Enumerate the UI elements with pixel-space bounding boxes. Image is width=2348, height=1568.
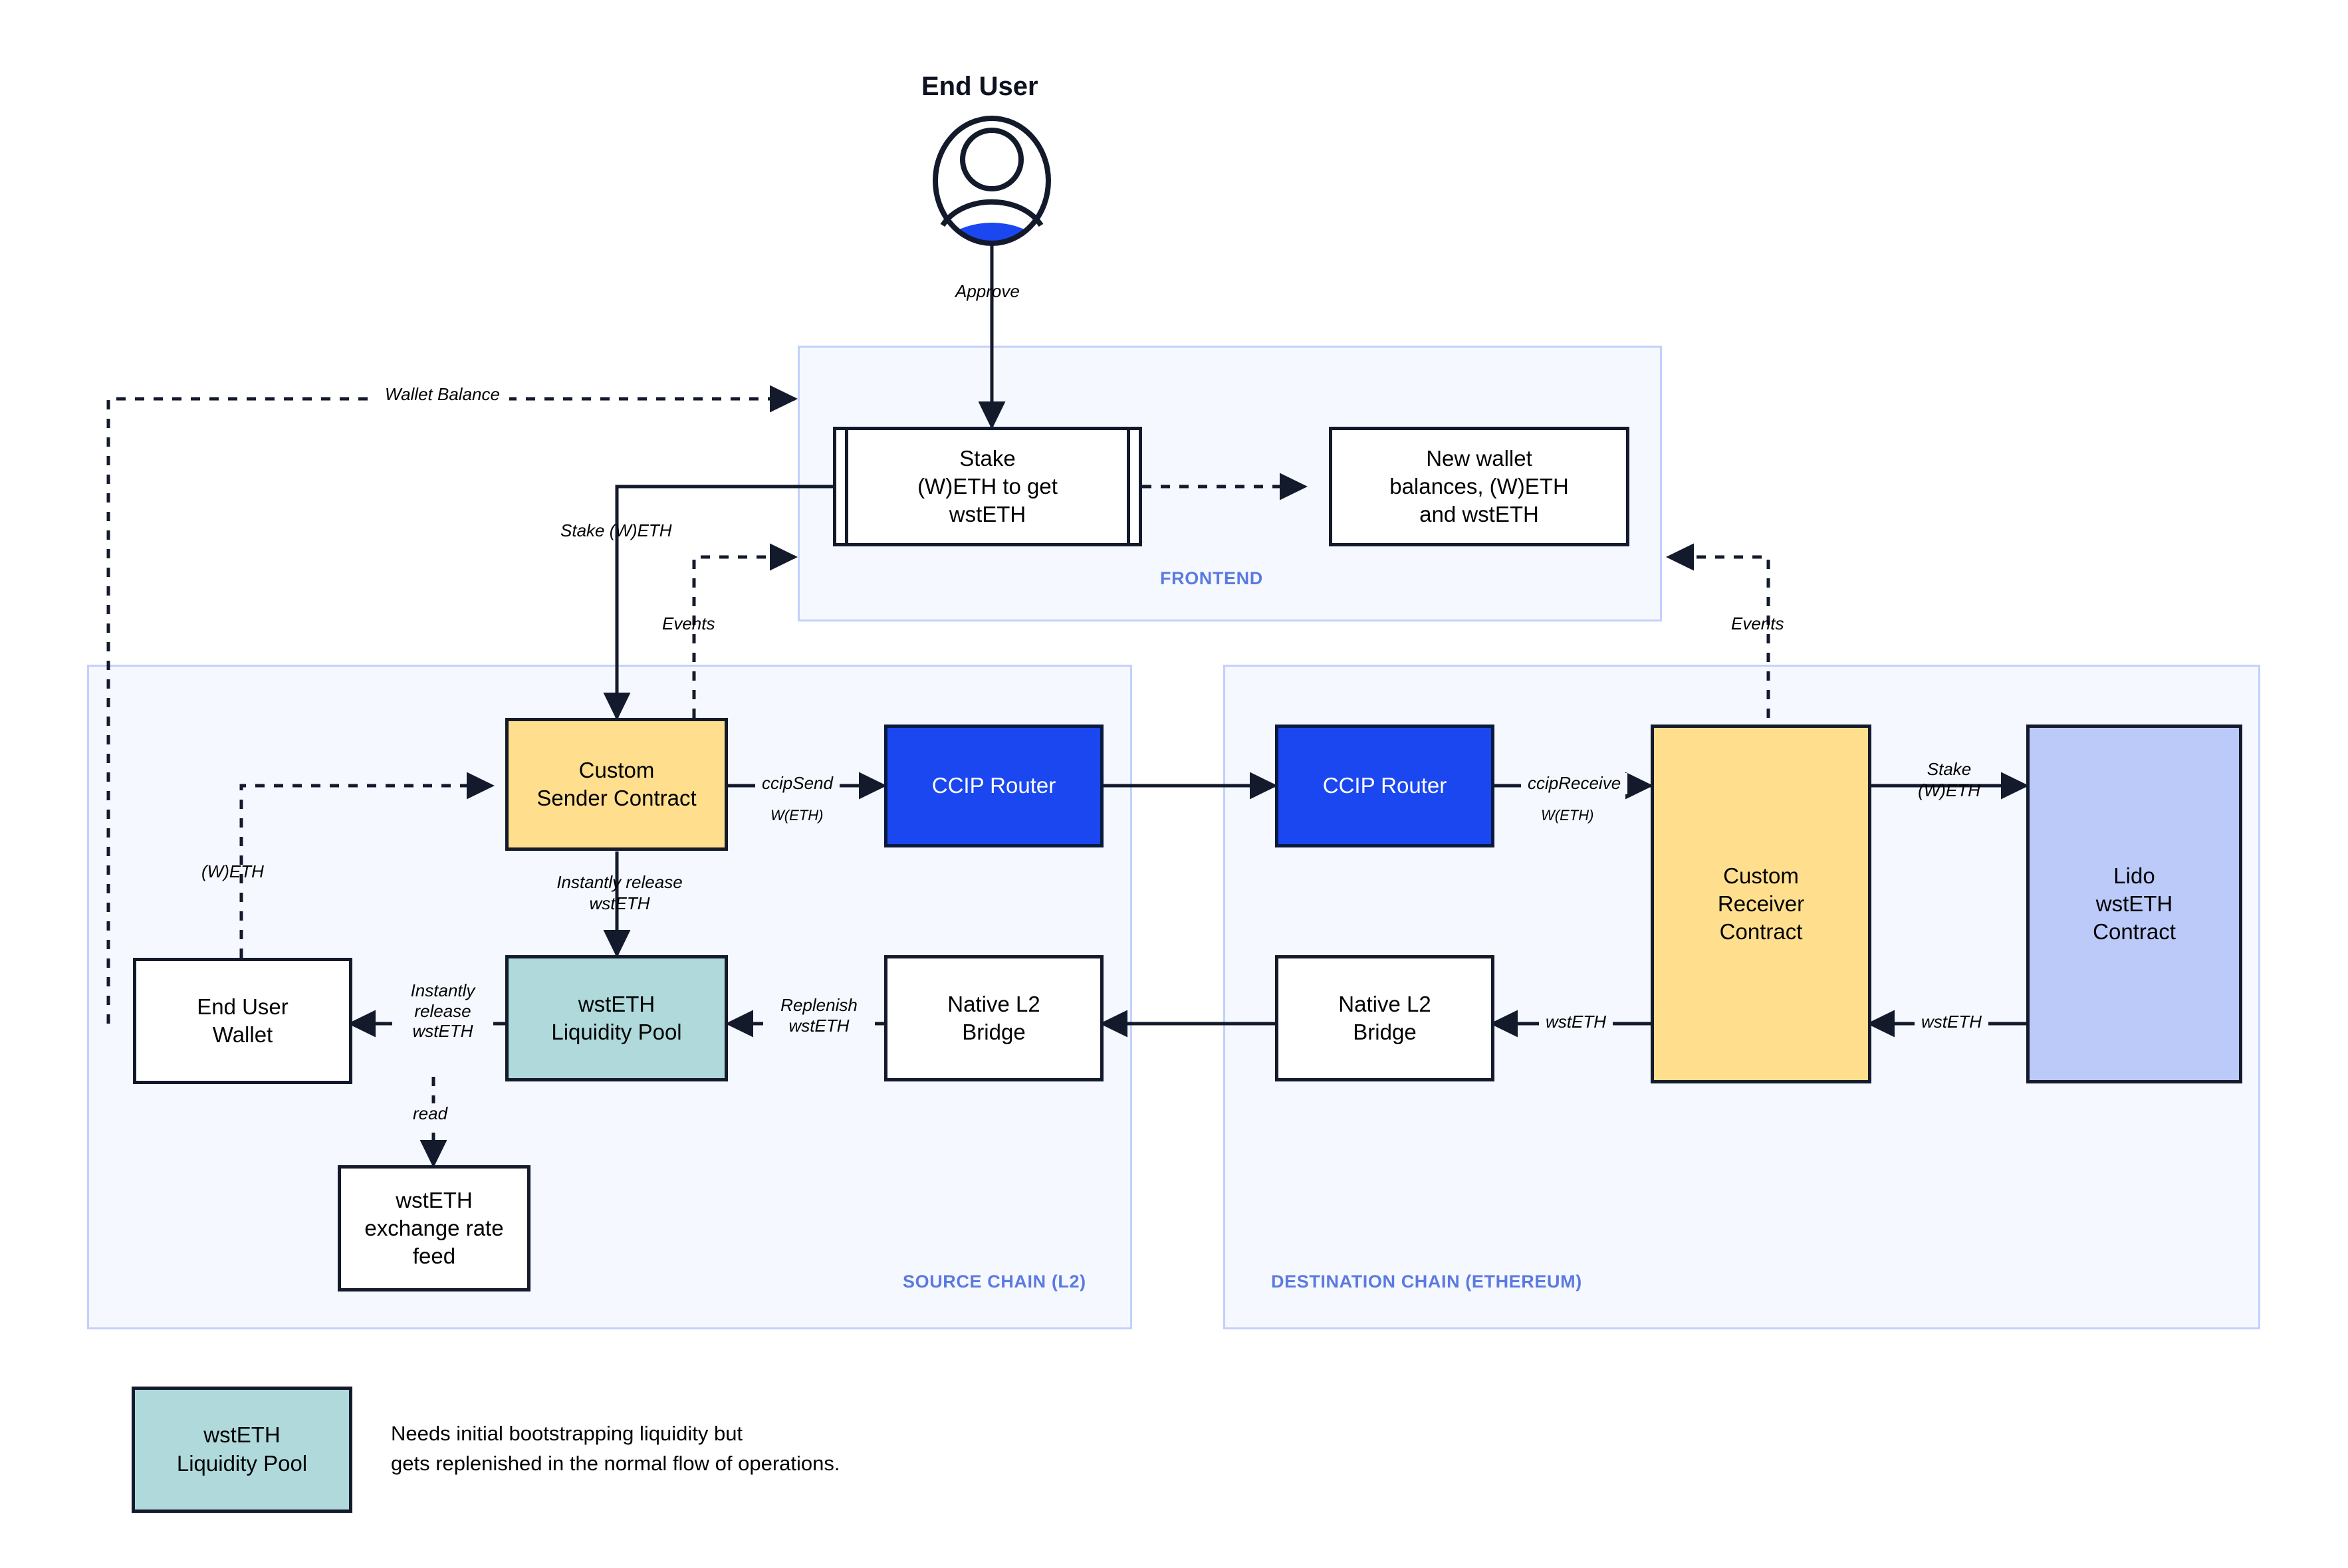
edge-label-ccip-send-token: W(ETH) — [770, 807, 824, 824]
edge-label-wsteth-lido-to-receiver: wstETH — [1915, 1012, 1988, 1033]
node-wsteth-liquidity-pool[interactable]: wstETH Liquidity Pool — [505, 955, 728, 1081]
zone-source-chain-label: SOURCE CHAIN (L2) — [903, 1272, 1086, 1291]
node-wsteth-exchange-rate-feed[interactable]: wstETH exchange rate feed — [338, 1165, 530, 1291]
node-native-l2-bridge-source[interactable]: Native L2 Bridge — [884, 955, 1104, 1081]
edge-label-events-destination: Events — [1731, 614, 1784, 633]
node-custom-receiver-contract[interactable]: Custom Receiver Contract — [1651, 725, 1871, 1083]
edge-label-events-source: Events — [662, 614, 715, 633]
edge-label-instantly-release-to-wallet: Instantly release wstETH — [392, 980, 493, 1042]
node-ccip-router-source[interactable]: CCIP Router — [884, 725, 1104, 847]
node-stake-form[interactable]: Stake (W)ETH to get wstETH — [833, 427, 1142, 546]
legend-note: Needs initial bootstrapping liquidity bu… — [391, 1422, 840, 1475]
edge-label-replenish-wsteth: Replenish wstETH — [763, 995, 875, 1036]
node-lido-wsteth-contract[interactable]: Lido wstETH Contract — [2026, 725, 2242, 1083]
node-ccip-router-destination[interactable]: CCIP Router — [1275, 725, 1494, 847]
zone-frontend-label: FRONTEND — [1160, 568, 1263, 588]
edge-label-approve: Approve — [955, 281, 1020, 301]
edge-label-stake-weth: Stake (W)ETH — [560, 520, 672, 540]
edge-label-ccip-receive: ccipReceive — [1521, 773, 1628, 794]
node-native-l2-bridge-destination[interactable]: Native L2 Bridge — [1275, 955, 1494, 1081]
edge-label-read: read — [408, 1103, 453, 1125]
edge-label-instantly-release-to-pool: Instantly release wstETH — [556, 872, 683, 913]
node-new-wallet-balances[interactable]: New wallet balances, (W)ETH and wstETH — [1329, 427, 1629, 546]
edge-label-wallet-balance: Wallet Balance — [376, 384, 509, 405]
edge-label-stake-weth-destination: Stake (W)ETH — [1918, 759, 1980, 800]
page-title-end-user: End User — [921, 72, 1038, 101]
legend-swatch-wsteth-liquidity-pool: wstETH Liquidity Pool — [132, 1387, 352, 1513]
edge-label-ccip-receive-token: W(ETH) — [1541, 807, 1594, 824]
node-end-user-wallet[interactable]: End User Wallet — [133, 958, 352, 1084]
edge-label-wsteth-receiver-to-bridge: wstETH — [1539, 1012, 1613, 1033]
edge-label-ccip-send: ccipSend — [755, 773, 840, 794]
edge-label-weth: (W)ETH — [201, 861, 264, 881]
zone-destination-chain-label: DESTINATION CHAIN (ETHEREUM) — [1271, 1272, 1582, 1291]
node-custom-sender-contract[interactable]: Custom Sender Contract — [505, 718, 728, 851]
user-avatar-icon — [933, 116, 1051, 246]
